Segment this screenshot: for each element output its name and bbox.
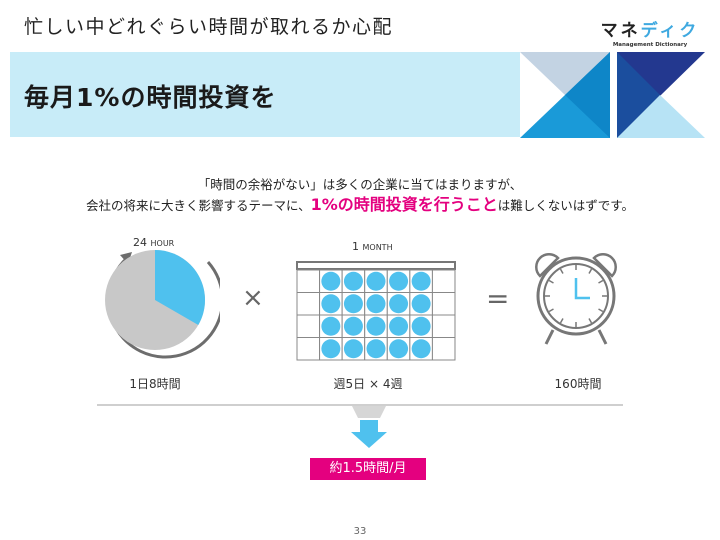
pie-caption: 24 HOUR	[133, 236, 175, 249]
day-pie-chart	[105, 250, 220, 359]
logo-mark: マネ	[600, 21, 641, 41]
workday-dot	[411, 339, 431, 359]
calendar-cell	[296, 314, 321, 338]
workday-dot	[321, 339, 341, 359]
calendar-cell	[296, 292, 321, 316]
times-symbol: ×	[242, 283, 264, 313]
clock-tick	[588, 318, 593, 324]
lead-line-1: 「時間の余裕がない」は多くの企業に当てはまりますが、	[197, 177, 523, 192]
clock-tick	[559, 318, 564, 324]
lead-highlight: 1%の時間投資を行うこと	[310, 195, 498, 214]
banner-decoration	[520, 52, 712, 138]
workday-dot	[343, 316, 363, 336]
workday-dot	[411, 294, 431, 314]
clock-tick	[559, 268, 564, 274]
workday-dot	[366, 294, 386, 314]
workday-dot	[343, 271, 363, 291]
clock-tick	[588, 268, 593, 274]
workday-dot	[411, 271, 431, 291]
workday-dot	[343, 294, 363, 314]
workday-dot	[366, 271, 386, 291]
label-month: 週5日 × 4週	[333, 377, 403, 391]
alarm-clock-icon	[535, 253, 617, 345]
page-number: 33	[353, 526, 367, 537]
calendar-caption: 1 MONTH	[352, 240, 393, 253]
calendar-cell	[431, 292, 456, 316]
label-day: 1日8時間	[129, 377, 181, 391]
workday-dot	[321, 294, 341, 314]
title-banner	[10, 52, 530, 137]
calendar-cell	[431, 314, 456, 338]
clock-tick	[548, 308, 554, 313]
logo-tagline: Management Dictionary	[612, 42, 688, 48]
pie-slice-work	[155, 250, 205, 325]
slide-subtitle: 忙しい中どれぐらい時間が取れるか心配	[24, 16, 394, 38]
clock-tick	[548, 279, 554, 284]
logo: マネディク Management Dictionary	[594, 16, 706, 48]
workday-dot	[366, 339, 386, 359]
divider	[97, 404, 623, 406]
workday-dot	[321, 316, 341, 336]
workday-dot	[389, 316, 409, 336]
lead-text: は難しくないはずです。	[497, 198, 635, 213]
slide-title: 毎月1%の時間投資を	[24, 83, 277, 112]
logo-mark-accent: ディク	[640, 21, 700, 41]
workday-dot	[366, 316, 386, 336]
workday-dot	[389, 339, 409, 359]
label-total: 160時間	[554, 377, 602, 391]
calendar-cell	[296, 337, 321, 361]
calendar-cell	[296, 269, 321, 293]
clock-tick	[598, 308, 604, 313]
calendar-cell	[431, 337, 456, 361]
workday-dot	[389, 294, 409, 314]
workday-dot	[321, 271, 341, 291]
equals-symbol: =	[486, 282, 510, 315]
calendar-cell	[431, 269, 456, 293]
workday-dot	[411, 316, 431, 336]
result-badge: 約1.5時間/月	[310, 458, 426, 480]
down-arrow-icon	[351, 406, 387, 448]
month-calendar-icon	[296, 261, 456, 361]
lead-text: 会社の将来に大きく影響するテーマに、	[85, 198, 311, 213]
lead-line-2: 会社の将来に大きく影響するテーマに、1%の時間投資を行うことは難しくないはずです…	[0, 191, 720, 215]
workday-dot	[389, 271, 409, 291]
clock-tick	[598, 279, 604, 284]
workday-dot	[343, 339, 363, 359]
